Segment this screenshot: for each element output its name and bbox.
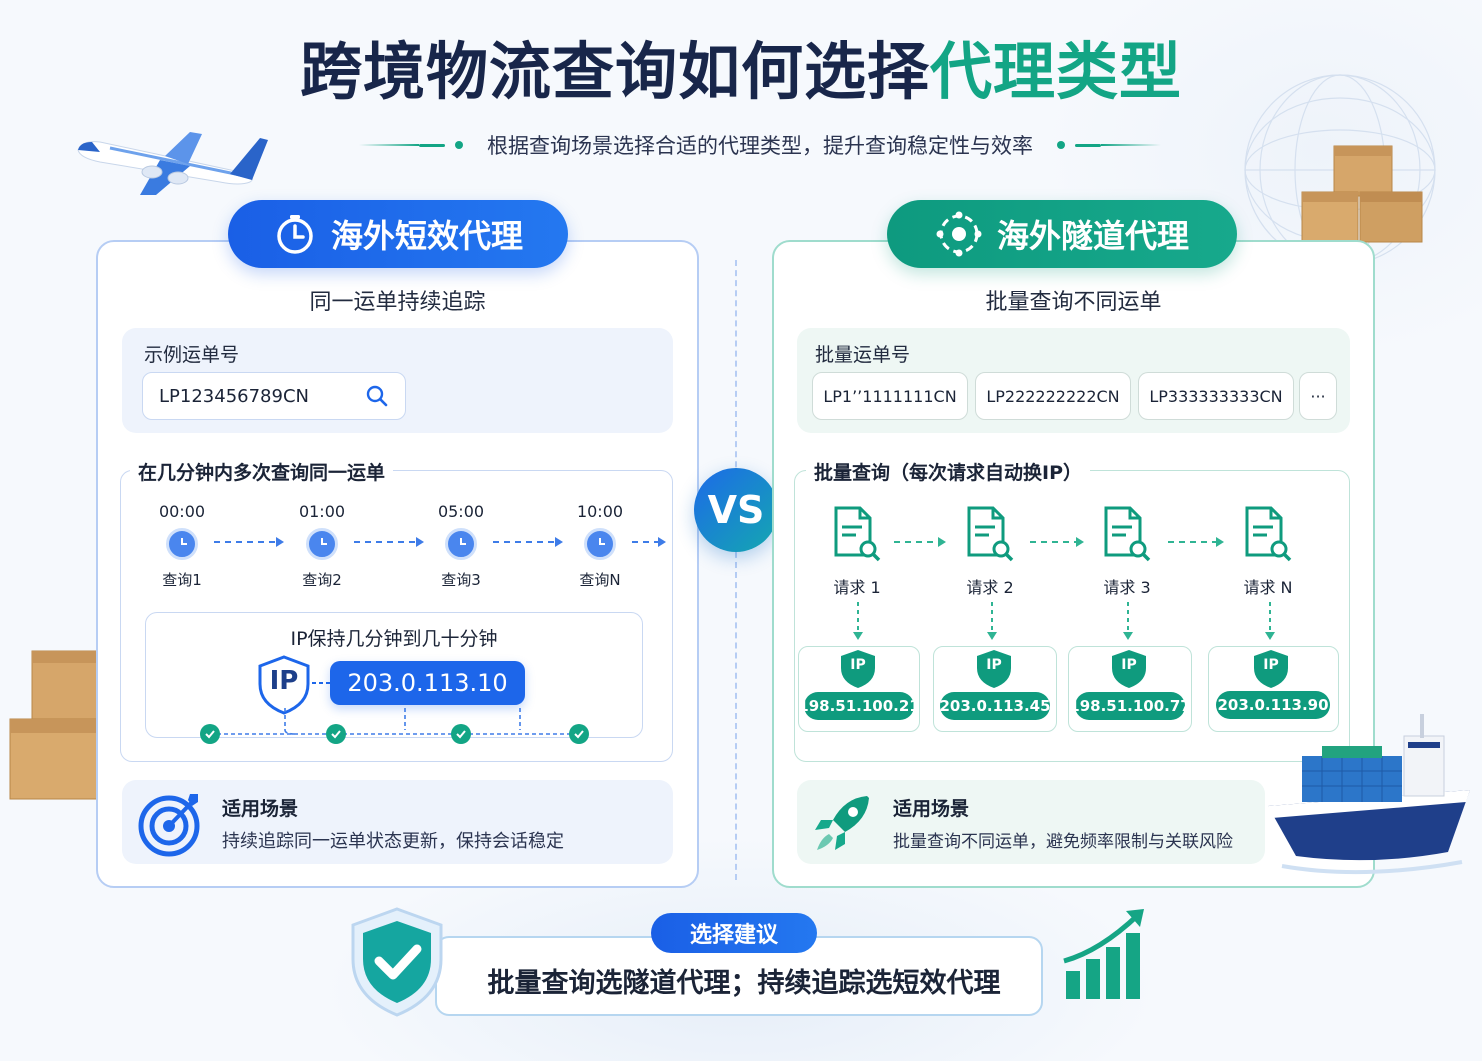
request-label: 请求 2 xyxy=(966,578,1014,597)
short-term-proxy-title: 海外短效代理 xyxy=(330,217,523,255)
page-title: 跨境物流查询如何选择代理类型 xyxy=(0,32,1482,112)
time-label: 05:00 xyxy=(437,502,485,521)
tunnel-proxy-badge: 海外隧道代理 xyxy=(887,200,1237,268)
short-term-scene-title: 适用场景 xyxy=(222,798,299,820)
growth-chart-icon xyxy=(1063,909,1144,999)
stopwatch-icon xyxy=(277,215,313,254)
ip-connector xyxy=(312,682,332,684)
batch-flow-title: 批量查询（每次请求自动换IP） xyxy=(806,458,1090,485)
center-divider xyxy=(735,260,737,880)
clock-icon xyxy=(445,528,477,560)
query-label: 查询3 xyxy=(441,571,481,589)
query-label: 查询1 xyxy=(162,571,202,589)
check-icon xyxy=(451,724,471,744)
short-term-subtitle: 同一运单持续追踪 xyxy=(309,290,486,315)
ip-shield-label: IP xyxy=(850,657,866,673)
ip-address-chip: 203.0.113.45 xyxy=(939,692,1051,720)
target-icon xyxy=(138,794,200,857)
tunnel-scene-title: 适用场景 xyxy=(893,798,970,820)
recommendation-text: 批量查询选隧道代理；持续追踪选短效代理 xyxy=(487,968,1001,999)
ip-session-lines xyxy=(210,708,580,735)
batch-waybill-box: 批量运单号 LP1’’1111111CN LP222222222CN LP333… xyxy=(797,328,1350,433)
shield-check-icon xyxy=(351,907,443,1017)
subtitle-line-right xyxy=(1101,144,1161,146)
tunnel-proxy-title: 海外隧道代理 xyxy=(996,217,1189,255)
document-search-icon xyxy=(1245,506,1292,562)
document-search-icon xyxy=(1104,506,1151,562)
check-icon xyxy=(326,724,346,744)
document-search-icon xyxy=(967,506,1014,562)
waybill-chip[interactable]: LP222222222CN xyxy=(975,372,1131,420)
tunnel-scene-box: 适用场景 批量查询不同运单，避免频率限制与关联风险 xyxy=(797,780,1265,864)
page-subtitle: 根据查询场景选择合适的代理类型，提升查询稳定性与效率 xyxy=(487,134,1033,158)
airplane-icon xyxy=(77,132,268,195)
request-label: 请求 3 xyxy=(1103,578,1151,597)
short-term-scene-desc: 持续追踪同一运单状态更新，保持会话稳定 xyxy=(222,831,564,852)
ip-shield-icon xyxy=(841,650,875,688)
search-icon[interactable] xyxy=(365,384,389,408)
example-waybill-label: 示例运单号 xyxy=(144,344,240,366)
waybill-chip[interactable]: LP333333333CN xyxy=(1138,372,1294,420)
ip-shield-label: IP xyxy=(1121,657,1137,673)
recommendation-label: 选择建议 xyxy=(651,913,817,953)
vs-badge: VS xyxy=(694,468,778,552)
request-label: 请求 1 xyxy=(833,578,881,597)
ip-address-pill: 203.0.113.10 xyxy=(330,661,525,705)
tunnel-subtitle: 批量查询不同运单 xyxy=(985,290,1162,315)
cargo-boxes-left-icon xyxy=(9,650,98,800)
waybill-search-value: LP123456789CN xyxy=(159,385,309,407)
ip-shield-label: IP xyxy=(1263,657,1279,673)
title-part-2: 代理类型 xyxy=(930,35,1183,108)
subtitle-dot-left xyxy=(455,141,463,149)
query-label: 查询2 xyxy=(302,571,342,589)
cargo-boxes-icon xyxy=(1301,145,1423,243)
request-down-arrows xyxy=(853,602,1275,640)
waybill-search-input[interactable]: LP123456789CN xyxy=(142,372,406,420)
cargo-ship-icon xyxy=(1268,714,1470,875)
time-label: 00:00 xyxy=(158,502,206,521)
waybill-more-chip[interactable]: ··· xyxy=(1299,372,1337,420)
check-icon xyxy=(569,724,589,744)
short-term-proxy-badge: 海外短效代理 xyxy=(228,200,568,268)
ip-shield-icon xyxy=(258,655,310,715)
ip-hold-title: IP保持几分钟到几十分钟 xyxy=(290,628,498,650)
short-term-scene-box: 适用场景 持续追踪同一运单状态更新，保持会话稳定 xyxy=(122,780,673,864)
subtitle-line-left xyxy=(359,144,419,146)
tunnel-scene-desc: 批量查询不同运单，避免频率限制与关联风险 xyxy=(893,832,1233,852)
rotate-nodes-icon xyxy=(936,211,982,257)
timeline-title: 在几分钟内多次查询同一运单 xyxy=(130,458,394,485)
time-label: 10:00 xyxy=(576,502,624,521)
ip-shield-label: IP xyxy=(986,657,1002,673)
clock-icon xyxy=(584,528,616,560)
subtitle-dash-left xyxy=(419,143,445,147)
timeline-arrows xyxy=(214,537,666,547)
query-label: 查询N xyxy=(579,571,621,589)
clock-icon xyxy=(306,528,338,560)
waybill-chip[interactable]: LP1’’1111111CN xyxy=(812,372,968,420)
check-icon xyxy=(200,724,220,744)
ip-shield-icon xyxy=(977,650,1011,688)
subtitle-dot-right xyxy=(1057,141,1065,149)
title-part-1: 跨境物流查询如何选择 xyxy=(299,35,930,108)
ip-shield-label: IP xyxy=(269,666,299,696)
request-flow-arrows xyxy=(894,537,1224,547)
time-label: 01:00 xyxy=(298,502,346,521)
subtitle-dash-right xyxy=(1075,143,1101,147)
subtitle-row: 根据查询场景选择合适的代理类型，提升查询稳定性与效率 xyxy=(330,128,1190,162)
ip-address-chip: 198.51.100.21 xyxy=(798,692,920,720)
rocket-icon xyxy=(815,796,869,850)
ip-shield-icon xyxy=(1254,650,1288,688)
ip-shield-icon xyxy=(1112,650,1146,688)
clock-icon xyxy=(166,528,198,560)
example-waybill-box: 示例运单号 LP123456789CN xyxy=(122,328,673,433)
batch-waybill-label: 批量运单号 xyxy=(815,344,911,366)
document-search-icon xyxy=(834,506,881,562)
ip-address-chip: 198.51.100.77 xyxy=(1069,692,1191,720)
ip-address-chip: 203.0.113.90 xyxy=(1216,691,1330,719)
request-label: 请求 N xyxy=(1243,578,1293,597)
